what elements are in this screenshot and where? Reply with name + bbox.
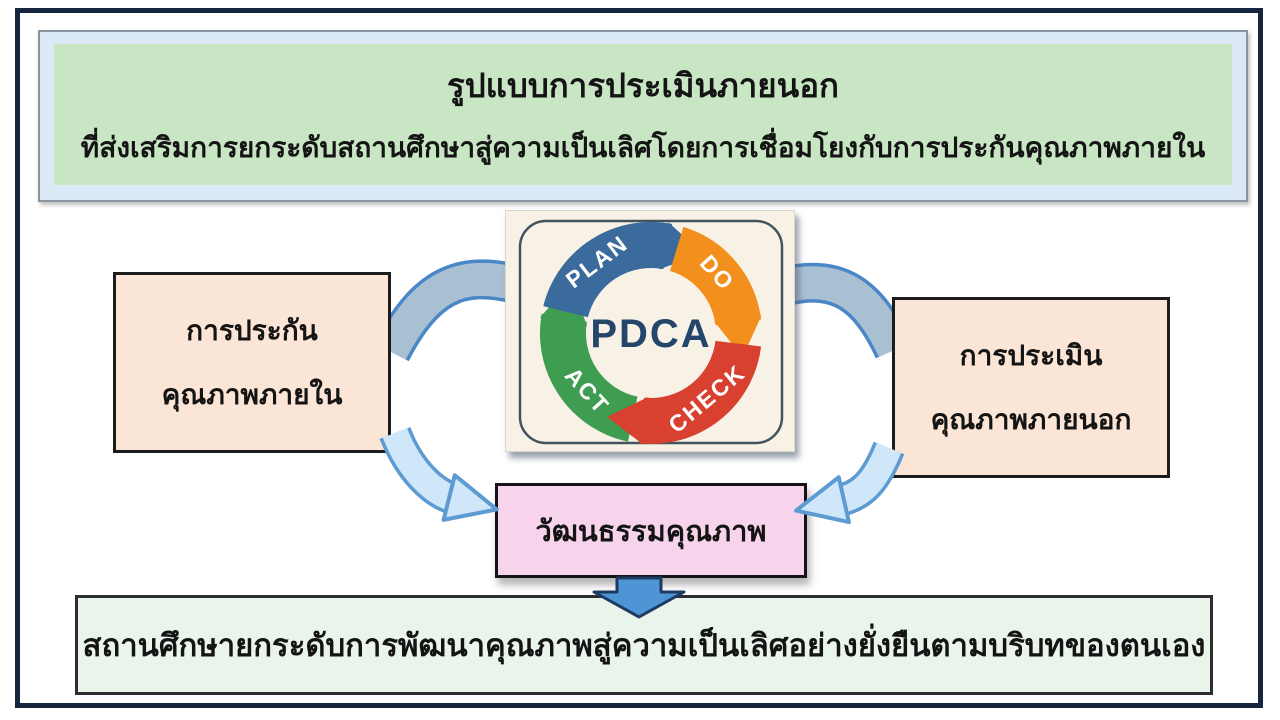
quality-culture-label: วัฒนธรรมคุณภาพ [535, 515, 767, 548]
title-line1: รูปแบบการประเมินภายนอก [446, 66, 840, 104]
outcome-label: สถานศึกษายกระดับการพัฒนาคุณภาพสู่ความเป็… [82, 628, 1206, 663]
pdca-cycle-graphic: PLAN DO CHECK ACT PDCA [518, 219, 784, 445]
internal-qa-line2: คุณภาพภายใน [161, 379, 343, 411]
external-qa-box: การประเมิน คุณภาพภายนอก [892, 297, 1170, 478]
external-qa-line1: การประเมิน [959, 339, 1103, 371]
external-qa-line2: คุณภาพภายนอก [930, 404, 1132, 436]
outcome-box: สถานศึกษายกระดับการพัฒนาคุณภาพสู่ความเป็… [75, 595, 1213, 695]
diagram-frame [15, 8, 1263, 708]
quality-culture-box: วัฒนธรรมคุณภาพ [495, 483, 807, 578]
internal-qa-line1: การประกัน [186, 314, 318, 346]
internal-qa-box: การประกัน คุณภาพภายใน [113, 272, 391, 453]
do-arc-arrow [669, 226, 762, 358]
plan-arc-arrow [543, 222, 703, 319]
pdca-center-label: PDCA [590, 312, 711, 356]
title-line2: ที่ส่งเสริมการยกระดับสถานศึกษาสู่ความเป็… [80, 131, 1206, 163]
title-banner-green-panel: รูปแบบการประเมินภายนอก ที่ส่งเสริมการยกร… [54, 44, 1232, 185]
check-arc-arrow [606, 340, 762, 445]
title-banner: รูปแบบการประเมินภายนอก ที่ส่งเสริมการยกร… [38, 30, 1248, 202]
pdca-cycle-image: PLAN DO CHECK ACT PDCA [505, 210, 795, 452]
